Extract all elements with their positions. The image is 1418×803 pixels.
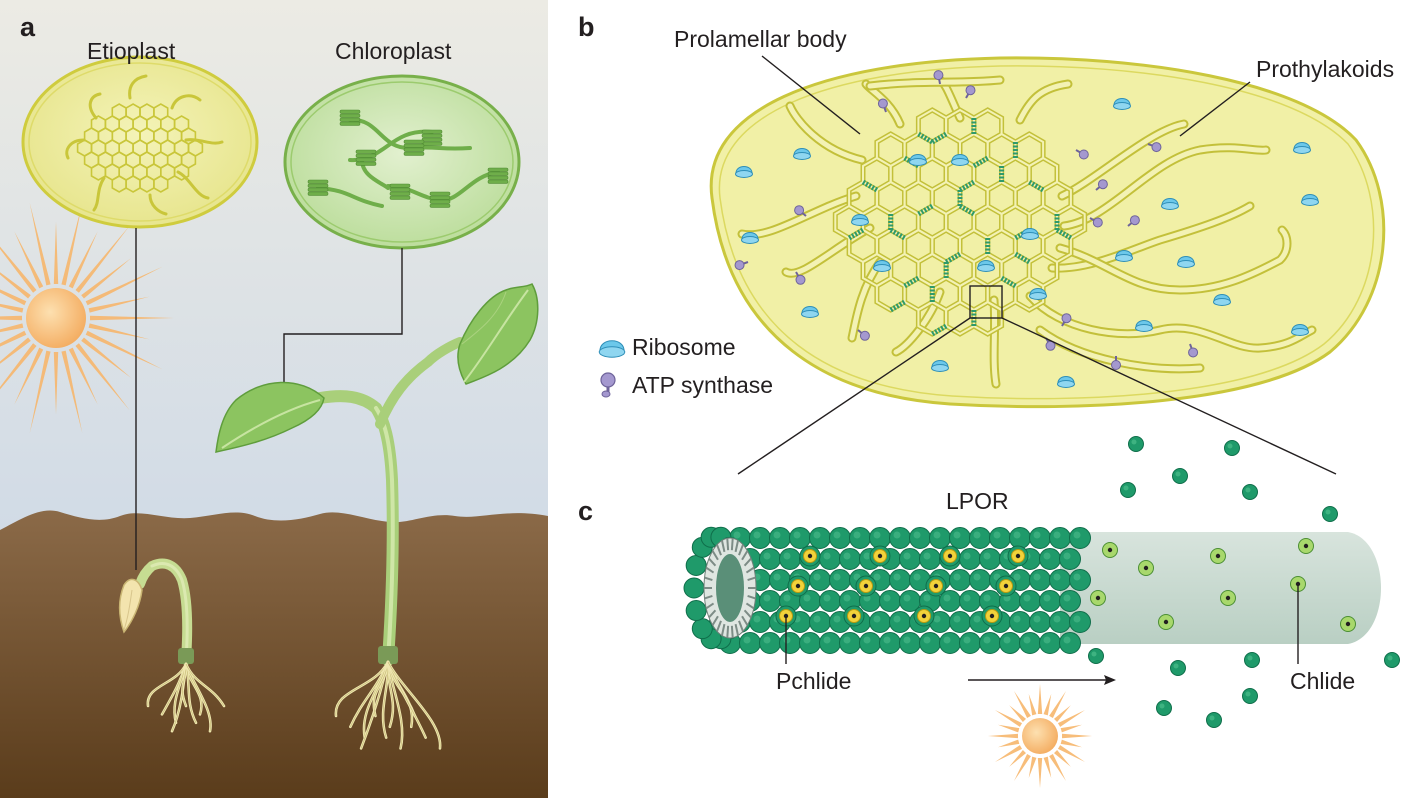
atp-synthase-markers (734, 70, 1199, 370)
atp-synthase-legend-label: ATP synthase (632, 372, 774, 398)
seedling-roots-large (334, 660, 442, 750)
panel-b (598, 55, 1386, 475)
panel-c (683, 436, 1400, 788)
etioplast-label: Etioplast (87, 38, 176, 64)
ribosome-markers (735, 98, 1319, 388)
chloroplast-connector-line (283, 248, 403, 392)
seedling-roots-small (146, 662, 226, 733)
prolamellar-lattice-small (76, 103, 204, 193)
chlide-label: Chlide (1290, 668, 1356, 694)
released-lpor-monomers (1088, 436, 1400, 728)
pchlide-label: Pchlide (776, 668, 852, 694)
chloroplast-label: Chloroplast (335, 38, 452, 64)
light-sun-icon (988, 684, 1092, 788)
zoom-line-right (1001, 317, 1337, 475)
chloroplast-organelle (283, 74, 521, 250)
panel-label-a: a (20, 12, 36, 42)
zoom-box (969, 285, 1003, 319)
prolamellar-leader-line (761, 55, 861, 135)
membrane-tube (1060, 532, 1381, 644)
etioplast-organelle (21, 55, 259, 229)
lpor-oligomer-tube (683, 526, 1091, 654)
etioplast-prothylakoid-strands (65, 74, 224, 216)
panel-a (0, 0, 548, 798)
chlide-in-membrane (1090, 538, 1356, 632)
soil-ground (0, 510, 548, 798)
panel-label-c: c (578, 496, 594, 526)
panel-label-b: b (578, 12, 595, 42)
prolamellar-body-lattice (832, 107, 1088, 337)
prothylakoids-leader-line (1179, 81, 1251, 137)
zoom-line-left (737, 317, 971, 475)
ribosome-legend-icon (598, 340, 626, 358)
green-seedling (215, 283, 539, 750)
ribosome-legend-label: Ribosome (632, 334, 736, 360)
grana-stacks (307, 109, 509, 208)
atp-synthase-legend-icon (600, 372, 616, 398)
etiolated-seedling (118, 558, 226, 733)
prothylakoids-label: Prothylakoids (1256, 56, 1395, 82)
reaction-arrow (968, 675, 1116, 685)
prolamellar-body-label: Prolamellar body (674, 26, 847, 52)
sun-icon (0, 202, 174, 434)
lpor-label: LPOR (946, 488, 1009, 514)
